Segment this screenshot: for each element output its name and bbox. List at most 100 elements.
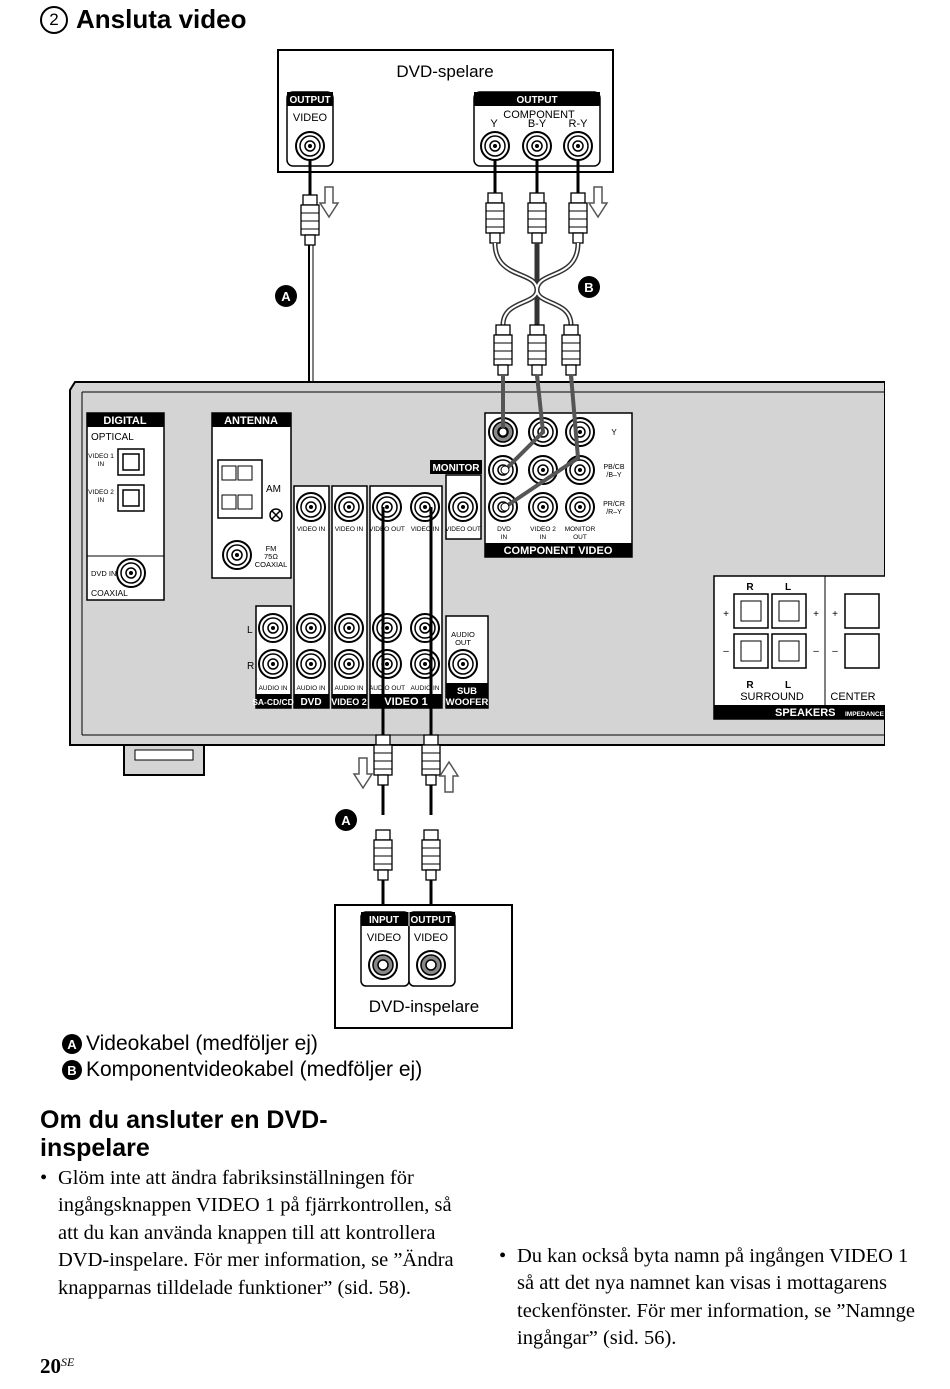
svg-text:OPTICAL: OPTICAL [91,432,134,443]
svg-text:R: R [746,582,754,593]
subsection-title-line2: inspelare [40,1134,150,1162]
bullet-right-text: Du kan också byta namn på ingången VIDEO… [517,1245,915,1350]
cable-badge-a-top: A [275,285,297,307]
svg-text:MONITOR: MONITOR [432,463,480,474]
legend-badge-a: A [62,1034,82,1054]
svg-text:R: R [746,680,754,691]
svg-text:75Ω: 75Ω [264,552,278,561]
receiver-rear-panel: DIGITAL OPTICAL VIDEO 1 IN VIDEO 2 IN DV… [69,374,950,776]
svg-text:AUDIO IN: AUDIO IN [335,685,364,692]
dvd-player: DVD-spelare OUTPUT VIDEO OUTPUT COMPONEN… [277,49,614,173]
svg-text:IN: IN [98,461,105,468]
svg-text:AUDIO: AUDIO [451,630,475,639]
digital-section: DIGITAL OPTICAL VIDEO 1 IN VIDEO 2 IN DV… [86,412,165,601]
svg-text:L: L [785,582,791,593]
component-by-jack [522,131,552,161]
svg-text:COMPONENT VIDEO: COMPONENT VIDEO [504,545,613,557]
section-heading: 2 Ansluta video [40,4,246,35]
output-badge: OUTPUT [410,915,451,926]
svg-text:VIDEO IN: VIDEO IN [335,526,364,533]
connection-diagram: DVD-spelare OUTPUT VIDEO OUTPUT COMPONEN… [69,49,950,1029]
svg-text:VIDEO: VIDEO [414,932,449,944]
video-output-label: VIDEO [293,112,328,124]
svg-text:CENTER: CENTER [830,691,875,703]
antenna-section: ANTENNA AM FM 75Ω COAXIAL [211,412,292,579]
subsection-title: Om du ansluter en DVD- inspelare [40,1106,328,1162]
legend-item-a: A Videokabel (medföljer ej) [62,1031,422,1057]
svg-text:VIDEO 1: VIDEO 1 [88,453,114,460]
cable-legend: A Videokabel (medföljer ej) B Komponentv… [62,1031,422,1083]
svg-text:–: – [832,646,838,657]
cable-badge-b: B [578,276,600,298]
legend-text-b: Komponentvideokabel (medföljer ej) [86,1058,423,1081]
svg-text:AM: AM [266,484,281,495]
svg-text:IMPEDANCE: IMPEDANCE [845,711,885,718]
dvd-player-label: DVD-spelare [396,62,493,81]
svg-text:PR/CR: PR/CR [603,501,625,508]
component-ry-jack [563,131,593,161]
svg-text:+: + [832,609,838,620]
page-number-suffix: SE [61,1355,75,1369]
svg-text:IN: IN [540,534,547,541]
svg-text:PB/CB: PB/CB [603,464,624,471]
legend-item-b: B Komponentvideokabel (medföljer ej) [62,1057,422,1083]
component-output-badge: OUTPUT [516,95,557,106]
speakers-section: SPEAKERS IMPEDANCE R L + – + – + – R L S… [713,575,890,720]
svg-text:VIDEO OUT: VIDEO OUT [445,526,481,533]
cable-badge-a-bottom: A [335,809,357,831]
svg-text:DVD IN: DVD IN [91,569,116,578]
svg-text:WOOFER: WOOFER [446,697,489,708]
svg-text:DIGITAL: DIGITAL [103,415,146,427]
recorder-video-output-jack [416,950,446,980]
svg-text:SURROUND: SURROUND [740,691,804,703]
svg-text:AUDIO OUT: AUDIO OUT [369,685,405,692]
y-label: Y [490,118,498,130]
svg-text:L: L [247,625,253,636]
svg-text:COAXIAL: COAXIAL [255,560,288,569]
page-number: 20SE [40,1354,74,1379]
svg-text:DVD: DVD [497,526,511,533]
svg-text:B: B [584,280,593,295]
svg-text:/R–Y: /R–Y [606,509,622,516]
video-output-jack [295,131,325,161]
svg-text:VIDEO: VIDEO [367,932,402,944]
svg-text:A: A [281,289,291,304]
svg-text:ANTENNA: ANTENNA [224,415,278,427]
svg-text:+: + [813,609,819,620]
component-label: COMPONENT [503,109,575,121]
svg-text:A: A [341,813,351,828]
section-heading-title: Ansluta video [76,4,247,34]
bullet-left: Glöm inte att ändra fabriksinställningen… [40,1165,473,1302]
svg-text:VIDEO 2: VIDEO 2 [88,489,114,496]
input-badge: INPUT [369,915,399,926]
svg-text:DVD: DVD [300,697,321,708]
svg-text:IN: IN [501,534,508,541]
svg-text:Y: Y [611,428,617,437]
svg-text:SPEAKERS: SPEAKERS [775,707,836,719]
ry-label: R-Y [569,118,589,130]
svg-text:–: – [813,646,819,657]
svg-text:VIDEO IN: VIDEO IN [297,526,326,533]
step-number: 2 [40,6,68,34]
svg-text:AUDIO IN: AUDIO IN [297,685,326,692]
svg-text:MONITOR: MONITOR [565,526,596,533]
page-number-value: 20 [40,1354,61,1378]
svg-text:OUT: OUT [573,534,587,541]
svg-text:VIDEO 2: VIDEO 2 [530,526,556,533]
component-video-section: COMPONENT VIDEO Y PB/CB /B–Y PR/CR /R–Y … [484,374,633,558]
recorder-video-input-jack [368,950,398,980]
svg-text:VIDEO 2: VIDEO 2 [331,697,367,707]
output-badge: OUTPUT [289,95,330,106]
svg-text:VIDEO 1: VIDEO 1 [384,696,427,708]
svg-text:AUDIO IN: AUDIO IN [411,685,440,692]
svg-text:L: L [785,680,791,691]
svg-text:+: + [723,609,729,620]
svg-text:–: – [723,646,729,657]
bullet-right: Du kan också byta namn på ingången VIDEO… [499,1243,922,1353]
svg-text:OUT: OUT [455,638,471,647]
bullet-left-text: Glöm inte att ändra fabriksinställningen… [58,1167,454,1299]
by-label: B-Y [528,118,547,130]
svg-text:IN: IN [98,497,105,504]
svg-text:FM: FM [266,544,277,553]
dvd-recorder-label: DVD-inspelare [369,997,480,1016]
